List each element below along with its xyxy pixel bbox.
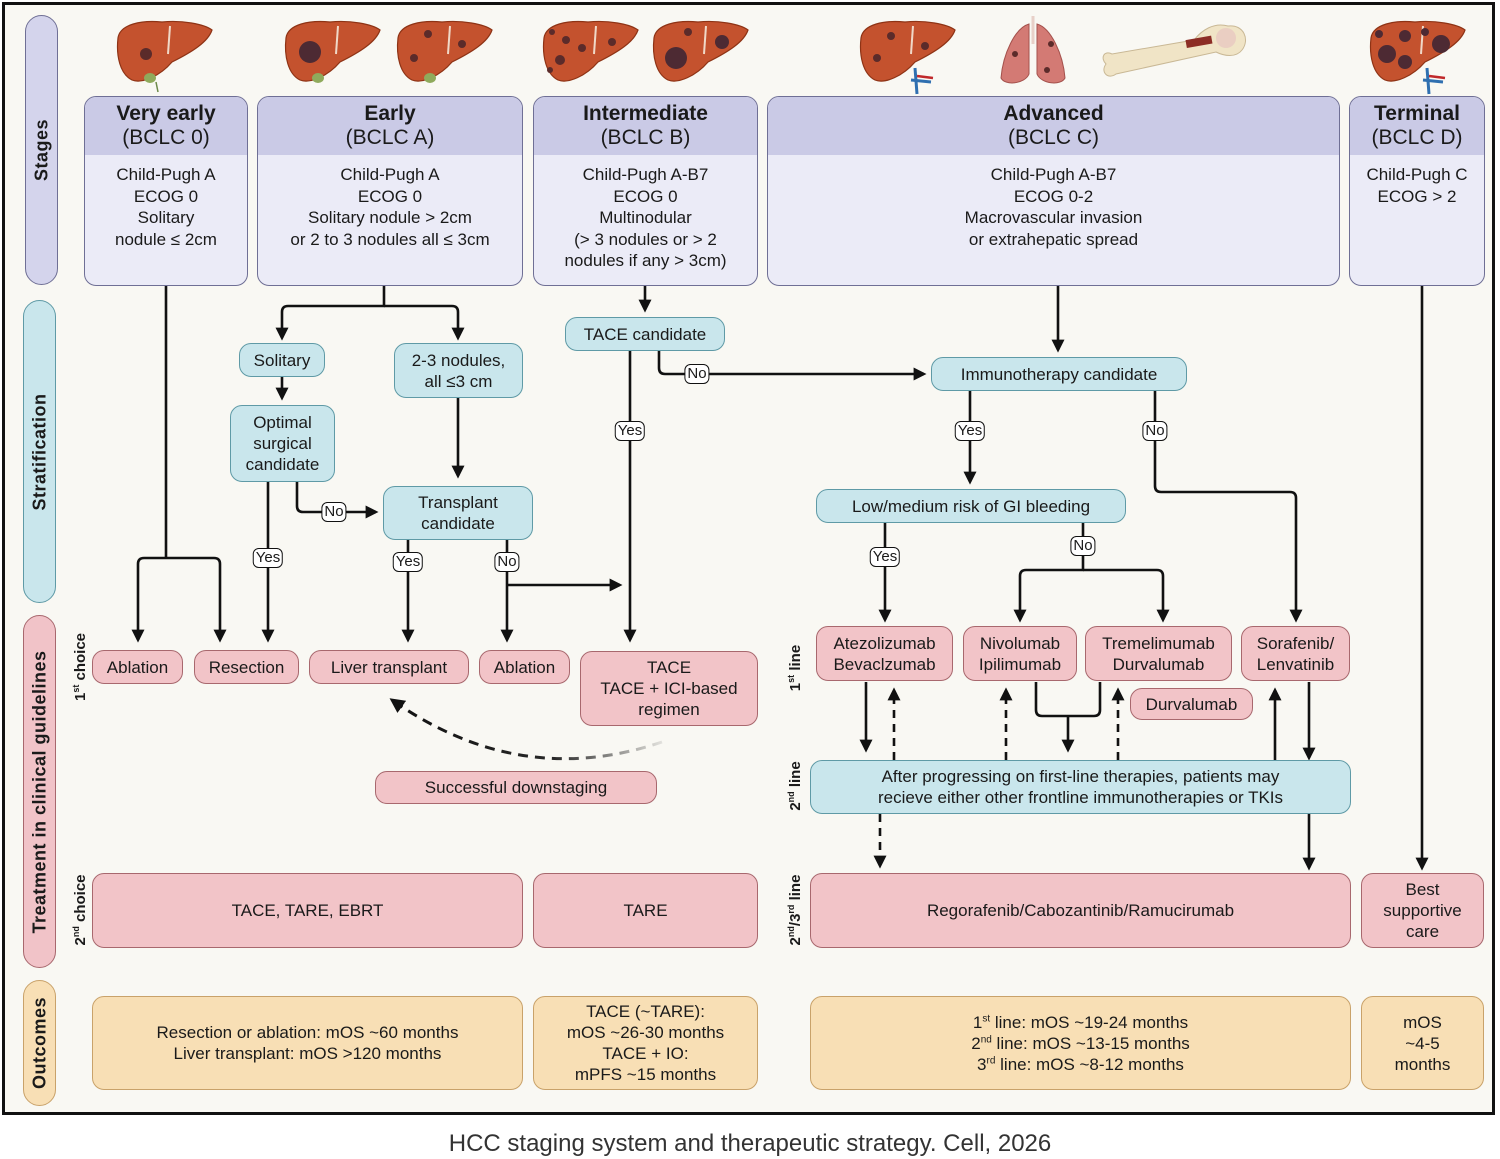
treatment-regorafenib-cabozantinib-ramucirumab: Regorafenib/Cabozantinib/Ramucirumab [810, 873, 1351, 948]
liver-multinodular-icon [542, 20, 639, 82]
node-successful-downstaging: Successful downstaging [375, 771, 657, 804]
outcome-advanced-line-2: 2nd line: mOS ~13-15 months [971, 1033, 1190, 1053]
stage-early: Early(BCLC A) Child-Pugh A ECOG 0 Solita… [257, 96, 523, 286]
stage-code: (BCLC D) [1371, 126, 1463, 149]
stage-code: (BCLC B) [600, 126, 691, 149]
band-treatment: Treatment in clinical guidelines [23, 615, 56, 968]
treatment-sorafenib-lenvatinib: Sorafenib/ Lenvatinib [1241, 626, 1350, 681]
outcome-early: Resection or ablation: mOS ~60 months Li… [92, 996, 523, 1090]
tag-yes: Yes [392, 552, 424, 572]
band-treatment-label: Treatment in clinical guidelines [29, 649, 49, 934]
stage-intermediate: Intermediate(BCLC B) Child-Pugh A-B7 ECO… [533, 96, 758, 286]
treatment-tace-tare-ebrt: TACE, TARE, EBRT [92, 873, 523, 948]
node-optimal-surgical: Optimal surgical candidate [230, 405, 335, 482]
bone-metastasis-icon [1102, 24, 1246, 77]
stage-criteria: Child-Pugh A-B7 ECOG 0-2 Macrovascular i… [964, 165, 1143, 249]
band-stages: Stages [25, 15, 58, 285]
tag-no: No [684, 364, 710, 384]
treatment-liver-transplant: Liver transplant [309, 650, 469, 684]
label-second-third-line: 2nd/3rd line [786, 874, 804, 946]
treatment-resection: Resection [194, 650, 299, 684]
node-gi-bleeding: Low/medium risk of GI bleeding [816, 489, 1126, 523]
stage-title: Early [364, 102, 416, 125]
stage-title: Advanced [1003, 102, 1104, 125]
stage-terminal: Terminal(BCLC D) Child-Pugh C ECOG > 2 [1349, 96, 1485, 286]
tag-no: No [1070, 536, 1096, 556]
treatment-tare: TARE [533, 873, 758, 948]
band-stratification: Stratification [23, 300, 56, 603]
tag-no: No [1142, 421, 1168, 441]
outcome-advanced: 1st line: mOS ~19-24 months 2nd line: mO… [810, 996, 1351, 1090]
band-outcomes: Outcomes [23, 980, 56, 1106]
stage-code: (BCLC C) [1007, 126, 1099, 149]
outcome-intermediate: TACE (~TARE): mOS ~26-30 months TACE + I… [533, 996, 758, 1090]
treatment-best-supportive-care: Best supportive care [1361, 873, 1484, 948]
stage-criteria: Child-Pugh A ECOG 0 Solitary nodule > 2c… [290, 165, 490, 249]
node-nodules: 2-3 nodules, all ≤3 cm [394, 343, 523, 398]
label-second-choice: 2nd choice [71, 874, 89, 946]
band-stages-label: Stages [31, 118, 51, 182]
node-tace-candidate: TACE candidate [565, 317, 725, 351]
node-immunotherapy-candidate: Immunotherapy candidate [931, 357, 1187, 391]
treatment-ablation-early: Ablation [479, 650, 570, 684]
liver-terminal-icon [1369, 20, 1466, 95]
figure-caption: HCC staging system and therapeutic strat… [448, 1130, 1052, 1157]
treatment-tace: TACE TACE + ICI-based regimen [580, 651, 758, 726]
treatment-ablation-very-early: Ablation [92, 650, 183, 684]
stage-title: Terminal [1374, 102, 1460, 125]
stage-advanced: Advanced(BCLC C) Child-Pugh A-B7 ECOG 0-… [767, 96, 1340, 286]
node-transplant-candidate: Transplant candidate [383, 486, 533, 540]
liver-large-multinodular-icon [652, 20, 749, 82]
stage-very-early: Very early(BCLC 0) Child-Pugh A ECOG 0 S… [84, 96, 248, 286]
stage-title: Intermediate [583, 102, 708, 125]
band-stratification-label: Stratification [29, 392, 49, 511]
stage-code: (BCLC A) [345, 126, 435, 149]
liver-multiple-tumors-icon [396, 20, 493, 83]
stage-code: (BCLC 0) [122, 126, 210, 149]
label-first-line: 1st line [786, 644, 804, 692]
tag-yes: Yes [869, 547, 901, 567]
tag-no: No [494, 552, 520, 572]
outcome-terminal: mOS ~4-5 months [1361, 996, 1484, 1090]
tag-yes: Yes [614, 421, 646, 441]
lungs-metastasis-icon [1000, 16, 1066, 84]
liver-solitary-small-tumor-icon [116, 20, 213, 93]
tag-yes: Yes [252, 548, 284, 568]
label-first-choice: 1st choice [71, 632, 89, 702]
stage-criteria: Child-Pugh A ECOG 0 Solitary nodule ≤ 2c… [115, 165, 217, 249]
tag-no: No [321, 502, 347, 522]
stage-title: Very early [116, 102, 216, 125]
liver-vascular-invasion-icon [859, 20, 956, 95]
node-solitary: Solitary [239, 343, 325, 377]
stage-criteria: Child-Pugh C ECOG > 2 [1366, 165, 1468, 206]
treatment-tremelimumab-durvalumab: Tremelimumab Durvalumab [1085, 626, 1232, 681]
tag-yes: Yes [954, 421, 986, 441]
treatment-atezolizumab-bevacizumab: Atezolizumab Bevaclzumab [816, 626, 953, 681]
outcome-advanced-line-3: 3rd line: mOS ~8-12 months [977, 1054, 1184, 1074]
liver-large-tumor-icon [284, 20, 381, 83]
label-second-line: 2nd line [786, 761, 804, 811]
node-second-line-note: After progressing on first-line therapie… [810, 760, 1351, 814]
band-outcomes-label: Outcomes [29, 996, 49, 1090]
stage-criteria: Child-Pugh A-B7 ECOG 0 Multinodular (> 3… [564, 165, 727, 270]
treatment-nivolumab-ipilimumab: Nivolumab Ipilimumab [963, 626, 1077, 681]
outcome-advanced-line-1: 1st line: mOS ~19-24 months [972, 1012, 1189, 1032]
treatment-durvalumab: Durvalumab [1130, 688, 1253, 720]
